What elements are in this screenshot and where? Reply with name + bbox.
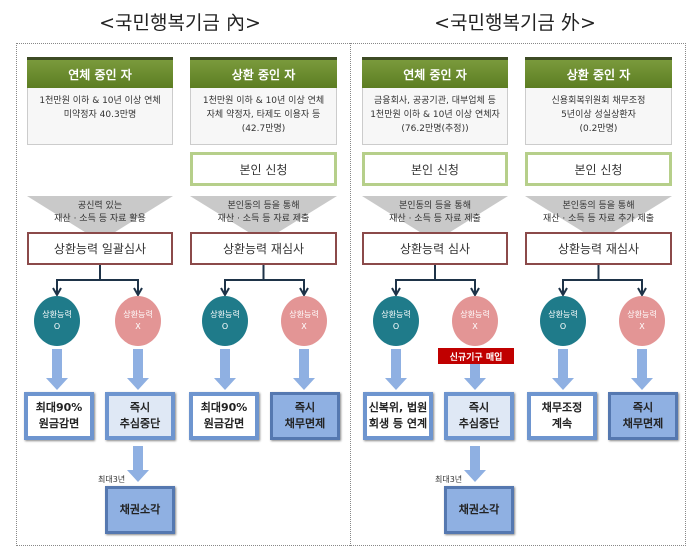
- arrowhead: [470, 287, 480, 298]
- outcome-no-box: 즉시 채무면제: [270, 392, 340, 440]
- outcome-yes-box: 신복위, 법원 회생 등 연계: [363, 392, 433, 440]
- funnel-arrow: 본인동의 등을 통해 재산 · 소득 등 자료 추가 제출: [525, 196, 672, 234]
- connector-branch: [224, 279, 305, 293]
- capacity-yes-circle: 상환능력 O: [202, 296, 248, 346]
- final-box: 채권소각: [444, 486, 514, 534]
- capacity-yes-circle: 상환능력 O: [373, 296, 419, 346]
- funnel-arrow: 본인동의 등을 통해 재산 · 소득 등 자료 제출: [362, 196, 508, 234]
- circle-mark: O: [392, 322, 400, 331]
- arrowhead: [558, 287, 568, 298]
- down-arrow: [214, 349, 236, 390]
- down-arrow: [293, 349, 315, 390]
- down-arrow: [464, 446, 486, 482]
- funnel-text: 공신력 있는 재산 · 소득 등 자료 활용: [54, 201, 146, 224]
- outcome-yes-box: 최대90% 원금감면: [189, 392, 259, 440]
- connector-branch: [56, 279, 139, 293]
- down-arrow: [631, 349, 653, 390]
- funnel-shape: [27, 196, 173, 234]
- circle-mark: X: [135, 322, 141, 331]
- circle-label: 상환능력: [210, 310, 240, 319]
- group-header: 연체 중인 자: [27, 57, 173, 88]
- down-arrow: [127, 349, 149, 390]
- group-header: 연체 중인 자: [362, 57, 508, 88]
- arrowhead: [52, 287, 62, 298]
- funnel-shape: [362, 196, 508, 234]
- group-info: 금융회사, 공공기관, 대부업체 등 1천만원 이하 & 10년 이상 연체자 …: [362, 88, 508, 145]
- arrowhead: [391, 287, 401, 298]
- group-header: 상환 중인 자: [525, 57, 672, 88]
- outer-frame: [16, 43, 686, 546]
- circle-label: 상환능력: [627, 310, 657, 319]
- funnel-text: 본인동의 등을 통해 재산 · 소득 등 자료 제출: [389, 201, 481, 224]
- review-box: 상환능력 재심사: [525, 232, 672, 265]
- circle-label: 상환능력: [123, 310, 153, 319]
- circle-label: 상환능력: [381, 310, 411, 319]
- outcome-no-box: 즉시 추심중단: [105, 392, 175, 440]
- arrowhead: [299, 287, 309, 298]
- funnel-shape: [190, 196, 337, 234]
- group-header: 상환 중인 자: [190, 57, 337, 88]
- circle-mark: O: [221, 322, 229, 331]
- title-inside: <국민행복기금 內>: [99, 12, 261, 34]
- capacity-yes-circle: 상환능력 O: [34, 296, 80, 346]
- circle-label: 상환능력: [289, 310, 319, 319]
- apply-box: 본인 신청: [362, 152, 508, 186]
- circle-mark: O: [559, 322, 567, 331]
- title-outside: <국민행복기금 外>: [434, 12, 596, 34]
- arrowhead: [133, 287, 143, 298]
- circle-label: 상환능력: [548, 310, 578, 319]
- down-arrow: [127, 446, 149, 482]
- red-label: 신규기구 매입: [438, 348, 514, 364]
- review-box: 상환능력 일괄심사: [27, 232, 173, 265]
- capacity-no-circle: 상환능력 X: [115, 296, 161, 346]
- funnel-arrow: 공신력 있는 재산 · 소득 등 자료 활용: [27, 196, 173, 234]
- circle-mark: X: [301, 322, 307, 331]
- connector-branch: [562, 279, 643, 293]
- connector-branch: [395, 279, 476, 293]
- outcome-no-box: 즉시 추심중단: [444, 392, 514, 440]
- final-box: 채권소각: [105, 486, 175, 534]
- outcome-yes-box: 최대90% 원금감면: [24, 392, 94, 440]
- apply-box: 본인 신청: [190, 152, 337, 186]
- capacity-yes-circle: 상환능력 O: [540, 296, 586, 346]
- funnel-text: 본인동의 등을 통해 재산 · 소득 등 자료 제출: [217, 201, 310, 224]
- capacity-no-circle: 상환능력 X: [619, 296, 665, 346]
- funnel-shape: [525, 196, 672, 234]
- group-info: 1천만원 이하 & 10년 이상 연체 미약정자 40.3만명: [27, 88, 173, 145]
- section-divider: [350, 43, 351, 546]
- arrowhead: [637, 287, 647, 298]
- down-arrow: [552, 349, 574, 390]
- down-arrow: [464, 364, 486, 390]
- outcome-yes-box: 채무조정 계속: [527, 392, 597, 440]
- circle-label: 상환능력: [460, 310, 490, 319]
- final-note: 최대3년: [435, 475, 463, 484]
- group-info: 신용회복위원회 채무조정 5년이상 성실상환자 (0.2만명): [525, 88, 672, 145]
- down-arrow: [385, 349, 407, 390]
- circle-label: 상환능력: [42, 310, 72, 319]
- capacity-no-circle: 상환능력 X: [281, 296, 327, 346]
- circle-mark: O: [53, 322, 61, 331]
- funnel-text: 본인동의 등을 통해 재산 · 소득 등 자료 추가 제출: [542, 201, 655, 224]
- group-info: 1천만원 이하 & 10년 이상 연체 자체 약정자, 타제도 이용자 등 (4…: [190, 88, 337, 145]
- down-arrow: [46, 349, 68, 390]
- circle-mark: X: [639, 322, 645, 331]
- final-note: 최대3년: [98, 475, 126, 484]
- capacity-no-circle: 상환능력 X: [452, 296, 498, 346]
- review-box: 상환능력 재심사: [190, 232, 337, 265]
- circle-mark: X: [472, 322, 478, 331]
- arrowhead: [220, 287, 230, 298]
- outcome-no-box: 즉시 채무면제: [608, 392, 678, 440]
- funnel-arrow: 본인동의 등을 통해 재산 · 소득 등 자료 제출: [190, 196, 337, 234]
- review-box: 상환능력 심사: [362, 232, 508, 265]
- apply-box: 본인 신청: [525, 152, 672, 186]
